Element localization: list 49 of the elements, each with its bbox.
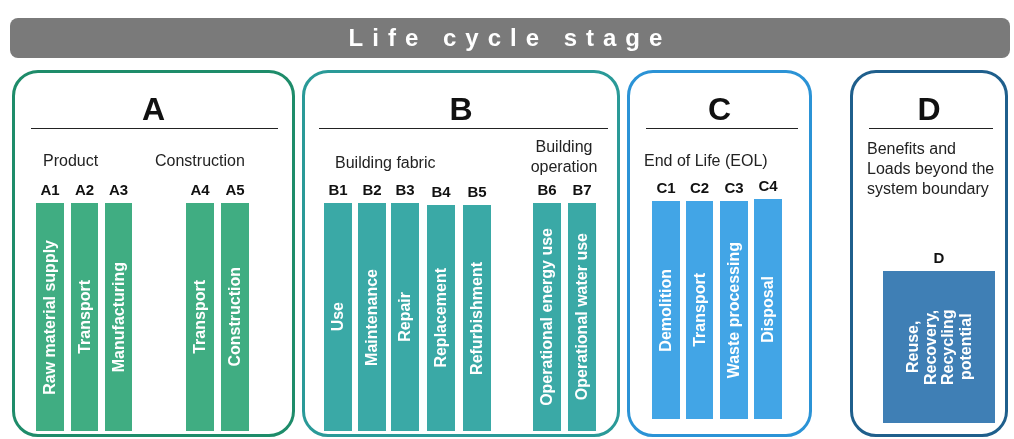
stage-letter: C [706, 90, 733, 129]
stage-heading: Construction [155, 151, 246, 171]
module-label: Refurbishment [468, 261, 486, 375]
stage-panel [627, 70, 812, 437]
module-code: A4 [189, 181, 211, 198]
module-label: Transport [690, 273, 709, 347]
stage-heading: Building operation [529, 137, 599, 177]
module-label: Reuse, Recovery, Recycling potential [903, 308, 975, 387]
module-label: Waste processing [725, 241, 743, 379]
module-code: B3 [394, 181, 416, 198]
module-code: B6 [536, 181, 558, 198]
module-code: C4 [757, 177, 779, 194]
module-code: A2 [73, 181, 96, 198]
stage-panel [12, 70, 295, 437]
module-code: C1 [655, 179, 677, 196]
module-label: Operational energy use [538, 228, 556, 406]
module-code: B5 [466, 183, 488, 200]
module-label: Demolition [657, 268, 675, 352]
stage-letter: D [916, 90, 942, 129]
stage-heading: Building fabric [335, 153, 437, 173]
module-label: Transport [191, 280, 209, 354]
module-code: B2 [361, 181, 383, 198]
module-code: A1 [39, 181, 61, 198]
stage-heading: End of Life (EOL) [644, 151, 769, 171]
module-code: A5 [224, 181, 246, 198]
module-label: Construction [226, 267, 244, 367]
module-code: C2 [688, 179, 711, 196]
module-label: Transport [75, 280, 94, 354]
module-label: Manufacturing [109, 261, 128, 373]
stage-panel [850, 70, 1008, 437]
module-label: Replacement [432, 268, 450, 368]
module-label: Operational water use [573, 233, 591, 401]
title-band: Life cycle stage [10, 18, 1010, 58]
module-code: B4 [430, 183, 452, 200]
stage-letter: A [140, 90, 167, 129]
module-label: Maintenance [363, 268, 381, 366]
module-code: B1 [327, 181, 349, 198]
stage-letter: B [448, 90, 474, 129]
module-label: Raw material supply [41, 239, 59, 395]
module-label: Repair [396, 292, 414, 342]
module-label: Disposal [759, 275, 777, 343]
module-code: A3 [107, 181, 130, 198]
module-code: C3 [723, 179, 745, 196]
module-label: Use [329, 302, 347, 332]
module-code: B7 [571, 181, 593, 198]
module-code: D [932, 249, 946, 266]
stage-panel [302, 70, 620, 437]
stage-heading: Product [43, 151, 100, 171]
stage-heading: Benefits and Loads beyond the system boundary [867, 139, 995, 199]
